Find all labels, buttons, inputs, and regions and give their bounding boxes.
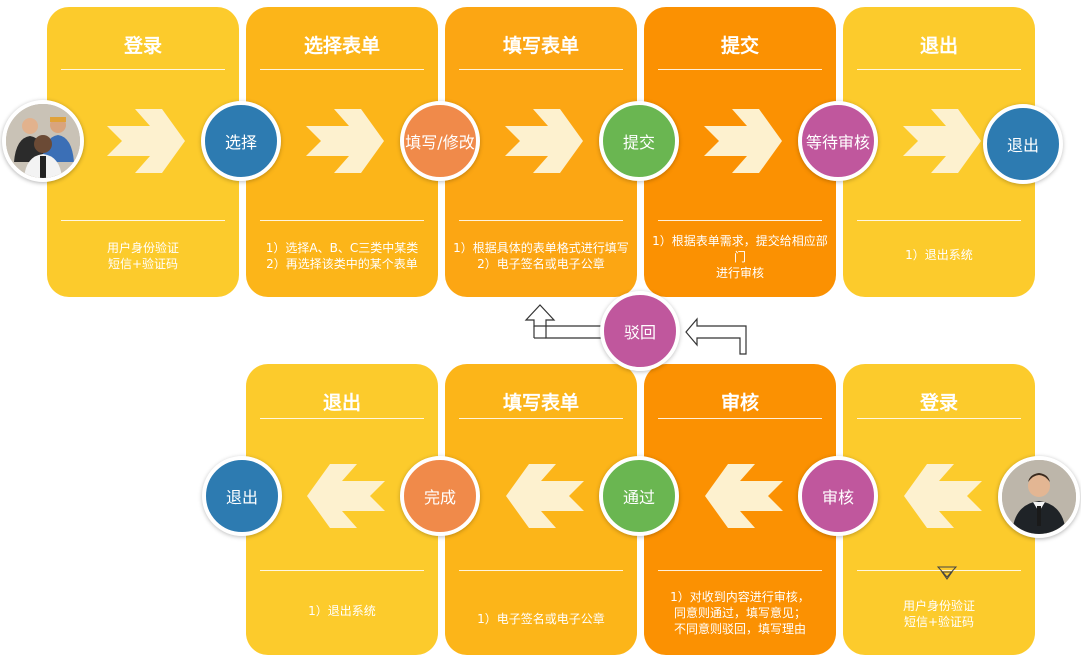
desc-line: 短信+验证码 [107, 257, 179, 271]
divider [658, 418, 822, 419]
divider [260, 570, 424, 571]
step-reject: 驳回 [600, 291, 680, 371]
chevron-right-icon [903, 109, 981, 173]
desc-line: 门 [733, 250, 746, 264]
divider [658, 220, 822, 221]
divider [459, 418, 623, 419]
chevron-left-icon [506, 464, 584, 528]
divider [857, 220, 1021, 221]
card-desc: 1）根据具体的表单格式进行填写 2）电子签名或电子公章 [449, 240, 633, 272]
card-title: 提交 [720, 35, 759, 57]
step-complete: 完成 [400, 456, 480, 536]
users-group-icon [6, 104, 80, 178]
divider [658, 570, 822, 571]
card-desc: 1）退出系统 [250, 603, 434, 619]
card-title: 填写表单 [502, 392, 579, 414]
desc-line: 同意则通过，填写意见； [673, 606, 806, 620]
card-title: 退出 [322, 392, 361, 414]
desc-line: 不同意则驳回，填写理由 [673, 622, 806, 636]
chevron-right-icon [107, 109, 185, 173]
card-title: 填写表单 [502, 35, 579, 57]
desc-line: 用户身份验证 [902, 599, 975, 613]
step-exit-bottom: 退出 [202, 456, 282, 536]
step-submit: 提交 [599, 101, 679, 181]
card-desc: 用户身份验证 短信+验证码 [847, 598, 1031, 630]
businessman-icon [1002, 460, 1076, 534]
desc-line: 用户身份验证 [106, 241, 179, 255]
reject-return-arrow [685, 317, 747, 355]
divider [857, 69, 1021, 70]
desc-line: 短信+验证码 [903, 615, 975, 629]
reviewer-avatar [998, 456, 1080, 538]
step-pass: 通过 [599, 456, 679, 536]
card-desc: 1）退出系统 [847, 247, 1031, 263]
card-title: 登录 [123, 35, 162, 57]
desc-line: 2）再选择该类中的某个表单 [266, 257, 418, 271]
desc-line: 1）电子签名或电子公章 [477, 612, 605, 626]
chevron-left-icon [904, 464, 982, 528]
users-group-avatar [2, 100, 84, 182]
divider [857, 570, 1021, 571]
card-desc: 用户身份验证 短信+验证码 [51, 240, 235, 272]
chevron-left-icon [705, 464, 783, 528]
chevron-right-icon [704, 109, 782, 173]
divider [61, 69, 225, 70]
divider [61, 220, 225, 221]
divider [459, 570, 623, 571]
card-title: 审核 [720, 392, 759, 414]
step-exit: 退出 [983, 104, 1063, 184]
desc-line: 2）电子签名或电子公章 [477, 257, 605, 271]
divider [459, 69, 623, 70]
card-title: 登录 [919, 392, 958, 414]
chevron-right-icon [306, 109, 384, 173]
card-title: 选择表单 [303, 35, 380, 57]
desc-line: 1）对收到内容进行审核， [670, 590, 810, 604]
step-review: 审核 [798, 456, 878, 536]
divider [857, 418, 1021, 419]
reject-out-arrow [524, 304, 604, 339]
chevron-down-icon [941, 571, 953, 580]
card-desc: 1）电子签名或电子公章 [449, 611, 633, 627]
divider [260, 69, 424, 70]
divider [260, 220, 424, 221]
card-desc: 1）根据表单需求，提交给相应部 门 进行审核 [648, 233, 832, 281]
desc-line: 1）退出系统 [905, 248, 973, 262]
desc-line: 进行审核 [715, 266, 764, 280]
desc-line: 1）根据具体的表单格式进行填写 [453, 241, 629, 255]
card-desc: 1）对收到内容进行审核， 同意则通过，填写意见； 不同意则驳回，填写理由 [648, 589, 832, 637]
chevron-right-icon [505, 109, 583, 173]
step-select: 选择 [201, 101, 281, 181]
card-desc: 1）选择A、B、C三类中某类 2）再选择该类中的某个表单 [250, 240, 434, 272]
chevron-left-icon [307, 464, 385, 528]
desc-line: 1）退出系统 [308, 604, 376, 618]
divider [658, 69, 822, 70]
divider [459, 220, 623, 221]
desc-line: 1）根据表单需求，提交给相应部 [652, 234, 828, 248]
card-title: 退出 [919, 35, 958, 57]
desc-line: 1）选择A、B、C三类中某类 [265, 241, 419, 255]
step-fill-edit: 填写/修改 [400, 101, 480, 181]
divider [260, 418, 424, 419]
step-wait-review: 等待审核 [798, 101, 878, 181]
